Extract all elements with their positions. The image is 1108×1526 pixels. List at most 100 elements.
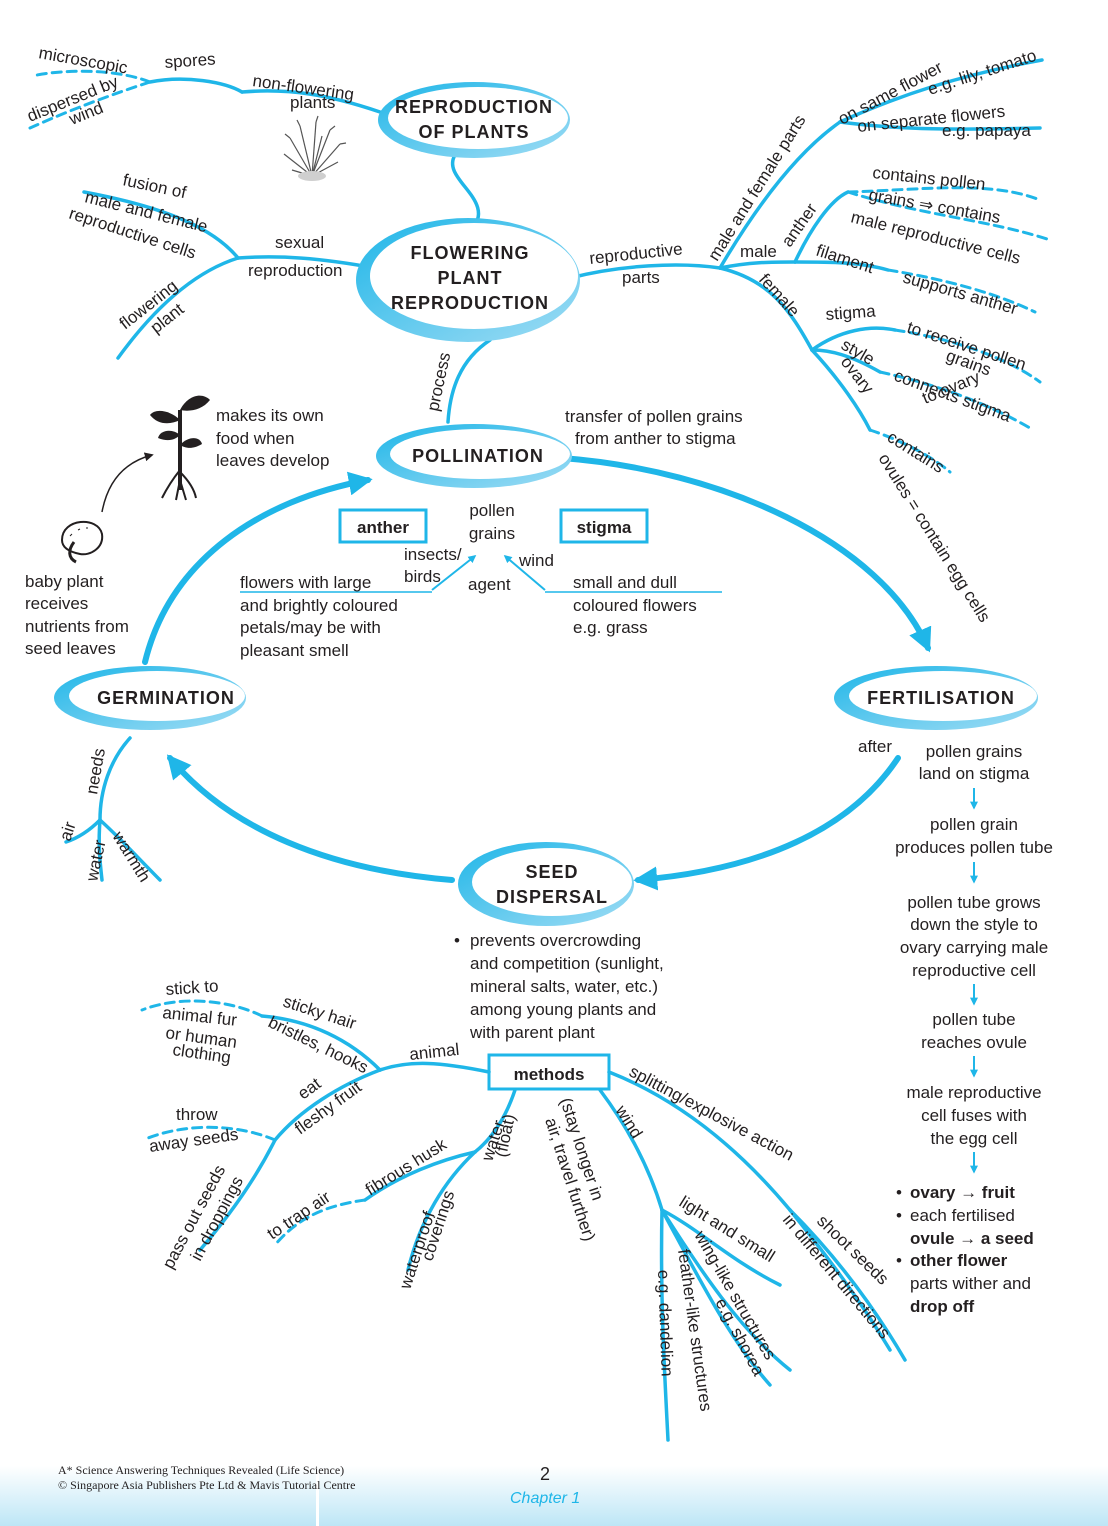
node-germination: GERMINATION <box>54 666 246 730</box>
svg-text:•: • <box>896 1206 902 1225</box>
reproduction-title-line1: REPRODUCTION <box>395 97 553 117</box>
result3-line3: drop off <box>910 1297 975 1316</box>
baby-plant-line3: nutrients from <box>25 617 129 636</box>
wind-disp-label: wind <box>611 1101 646 1142</box>
stigma-label: stigma <box>825 302 877 324</box>
wind-agent-label: wind <box>518 551 554 570</box>
parts-label: parts <box>622 268 660 287</box>
male-label: male <box>740 242 777 261</box>
flowers-large-line4: pleasant smell <box>240 641 349 660</box>
small-dull-line3: e.g. grass <box>573 618 648 637</box>
cycle-arrows <box>142 455 932 891</box>
result3-line1: other flower <box>910 1251 1008 1270</box>
node-fertilisation: FERTILISATION <box>834 666 1038 730</box>
step5-line3: the egg cell <box>931 1129 1018 1148</box>
svg-text:•: • <box>454 931 460 950</box>
step3-line4: reproductive cell <box>912 961 1036 980</box>
fertilisation-title: FERTILISATION <box>867 688 1015 708</box>
reproduction-title-line2: OF PLANTS <box>419 122 530 142</box>
ovules-label: ovules = contain egg cells <box>875 450 995 626</box>
splitting-label: splitting/explosive action <box>626 1062 797 1165</box>
baby-plant-line4: seed leaves <box>25 639 116 658</box>
footer-divider <box>316 1470 319 1526</box>
baby-plant-line1: baby plant <box>25 572 104 591</box>
connector-process <box>446 338 492 424</box>
feather-like-label: feather-like structures <box>674 1248 716 1413</box>
supports-anther-label: supports anther <box>901 268 1020 319</box>
flowers-large-line3: petals/may be with <box>240 618 381 637</box>
fertilisation-details: after pollen grains land on stigma polle… <box>858 737 1053 1316</box>
after-label: after <box>858 737 892 756</box>
result3-line2: parts wither and <box>910 1274 1031 1293</box>
prevents-line2: and competition (sunlight, <box>470 954 664 973</box>
step3-line1: pollen tube grows <box>907 893 1040 912</box>
step5-line2: cell fuses with <box>921 1106 1027 1125</box>
page-number: 2 <box>540 1464 551 1484</box>
fern-icon <box>283 115 347 181</box>
prevents-line5: with parent plant <box>469 1023 595 1042</box>
footer-book: A* Science Answering Techniques Revealed… <box>58 1463 345 1477</box>
node-flowering-plant-reproduction: FLOWERING PLANT REPRODUCTION <box>356 218 580 342</box>
eg-dandelion-label: e.g. dandelion <box>654 1269 677 1376</box>
flowering-title-line3: REPRODUCTION <box>391 293 549 313</box>
dispersal-details: • prevents overcrowding and competition … <box>140 931 907 1442</box>
seedling-icon <box>150 395 210 501</box>
pollination-title: POLLINATION <box>412 446 544 466</box>
to-trap-air-label: to trap air <box>264 1187 334 1243</box>
spores-label: spores <box>164 49 216 72</box>
step3-line2: down the style to <box>910 915 1038 934</box>
methods-label: methods <box>514 1065 585 1084</box>
flowering-title-line1: FLOWERING <box>411 243 530 263</box>
grains-label-p: grains <box>469 524 515 543</box>
agent-label: agent <box>468 575 511 594</box>
footer-copyright: © Singapore Asia Publishers Pte Ltd & Ma… <box>58 1478 356 1492</box>
step2-line2: produces pollen tube <box>895 838 1053 857</box>
step4-line1: pollen tube <box>932 1010 1015 1029</box>
eg-papaya-label: e.g. papaya <box>942 121 1031 140</box>
footer-credits: A* Science Answering Techniques Revealed… <box>58 1463 355 1493</box>
warmth-label: warmth <box>108 827 154 885</box>
flowering-title-line2: PLANT <box>438 268 503 288</box>
birds-label: birds <box>404 567 441 586</box>
step1-line2: land on stigma <box>919 764 1030 783</box>
pollination-details: transfer of pollen grains from anther to… <box>240 407 743 660</box>
anther-box <box>338 508 428 544</box>
stick-to-line1: stick to <box>165 976 219 999</box>
flowers-large-line2: and brightly coloured <box>240 596 398 615</box>
step1-line1: pollen grains <box>926 742 1022 761</box>
water-label: water <box>82 838 110 884</box>
footer-band <box>0 1466 1108 1526</box>
result2-line1: each fertilised <box>910 1206 1015 1225</box>
insects-label: insects/ <box>404 545 462 564</box>
result2-line2: ovule → a seed <box>910 1229 1034 1248</box>
animal-label: animal <box>408 1040 460 1064</box>
float-label: (float) <box>491 1112 519 1158</box>
seed-title-line1: SEED <box>525 862 578 882</box>
flowers-large-line1: flowers with large <box>240 573 371 592</box>
node-seed-dispersal: SEED DISPERSAL <box>458 842 634 926</box>
filament-label: filament <box>814 241 877 278</box>
node-pollination: POLLINATION <box>376 424 572 488</box>
baby-plant-line2: receives <box>25 594 88 613</box>
chapter-label: Chapter 1 <box>510 1490 581 1507</box>
transfer-line2: from anther to stigma <box>575 429 736 448</box>
prevents-line1: prevents overcrowding <box>470 931 641 950</box>
growth-arrow <box>101 452 154 513</box>
stigma-box-label: stigma <box>577 518 632 537</box>
germination-title: GERMINATION <box>97 688 235 708</box>
small-dull-line1: small and dull <box>573 573 677 592</box>
makes-food-line2: food when <box>216 429 294 448</box>
prevents-line3: mineral salts, water, etc.) <box>470 977 658 996</box>
seed-icon <box>60 520 104 564</box>
step3-line3: ovary carrying male <box>900 938 1048 957</box>
result1-line1: ovary → fruit <box>910 1183 1015 1202</box>
plants-label: plants <box>290 93 335 112</box>
non-flowering-branch: non-flowering plants spores microscopic … <box>24 43 382 130</box>
svg-text:•: • <box>896 1251 902 1270</box>
sexual-label: sexual <box>275 233 324 252</box>
throw-label: throw <box>176 1105 218 1124</box>
node-reproduction-of-plants: REPRODUCTION OF PLANTS <box>378 82 570 158</box>
fibrous-husk-label: fibrous husk <box>362 1134 450 1199</box>
makes-food-line3: leaves develop <box>216 451 329 470</box>
step2-line1: pollen grain <box>930 815 1018 834</box>
